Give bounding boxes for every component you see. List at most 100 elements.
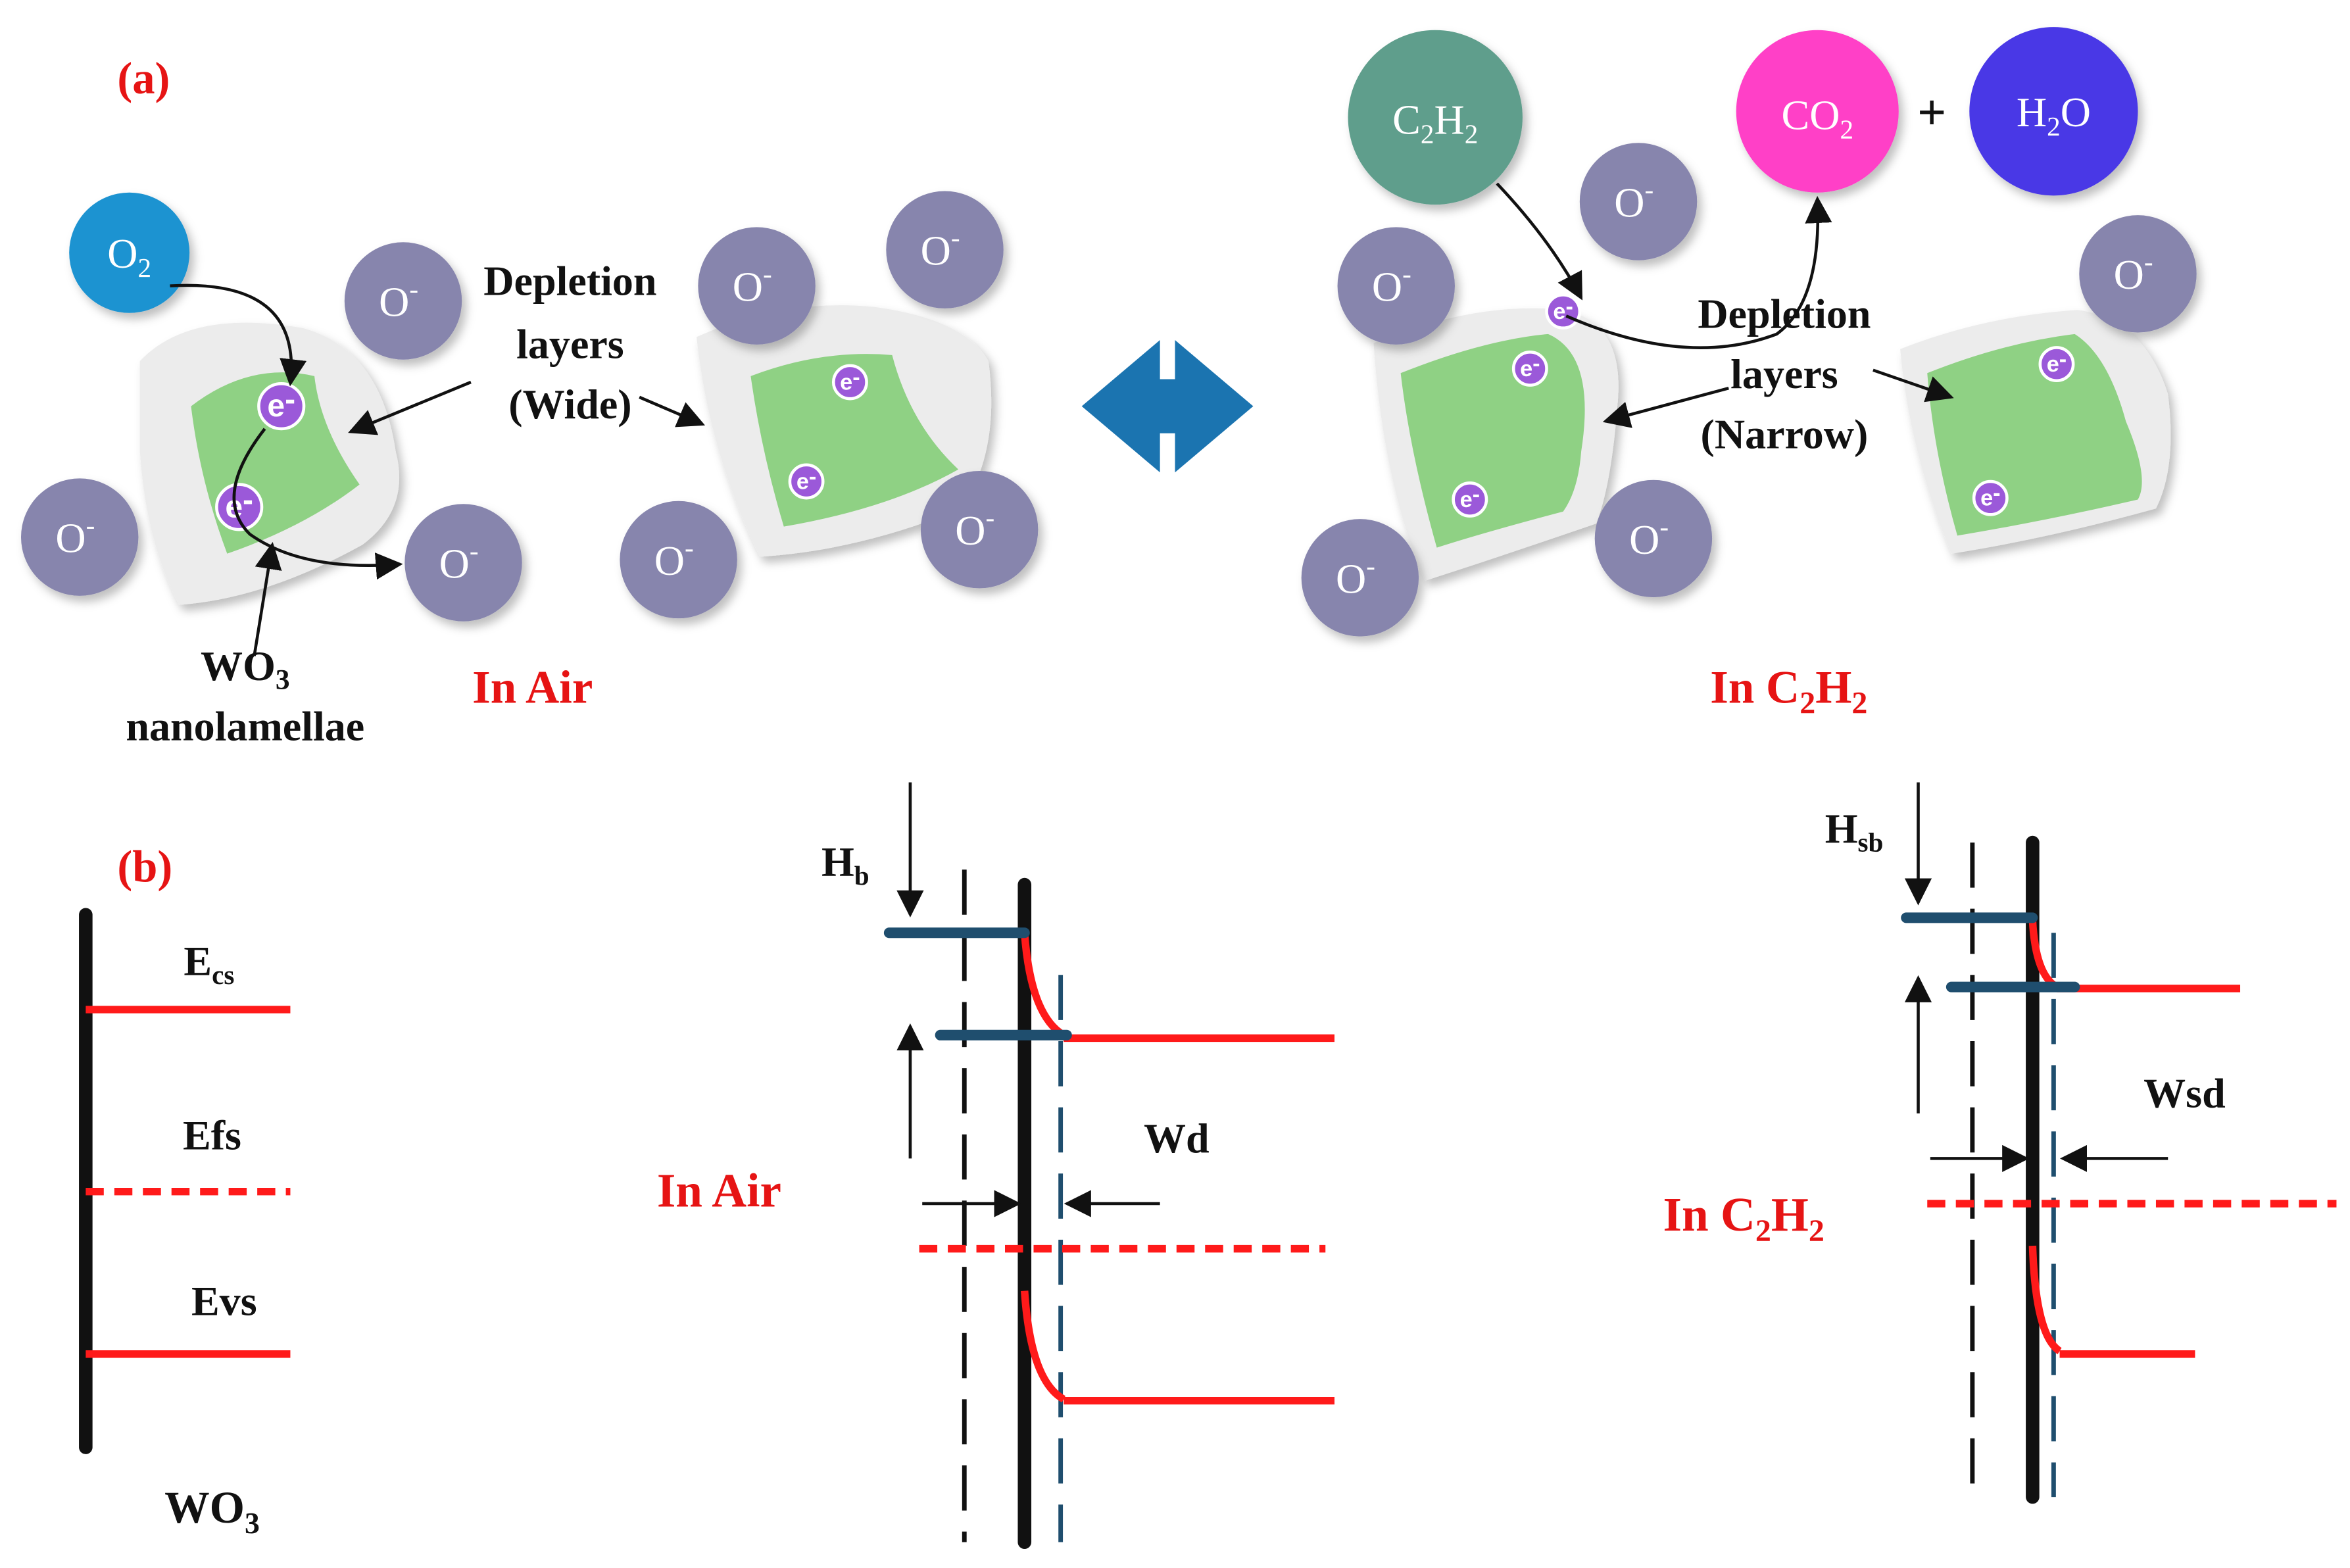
electron: e- xyxy=(788,463,825,500)
oxygen-ion: O- xyxy=(1594,479,1713,598)
electron: e- xyxy=(257,382,306,431)
oxygen-ion-circle xyxy=(344,242,462,360)
electron-label: e- xyxy=(1460,482,1481,512)
oxygen-ion-circle xyxy=(2079,215,2197,333)
h2o-label: H2O xyxy=(2017,89,2091,141)
oxygen-ion-circle xyxy=(620,501,737,619)
depletion-pointer-left xyxy=(348,380,472,435)
o2-label: O2 xyxy=(107,230,151,283)
depletion-wide-line2: layers xyxy=(516,320,624,367)
oxygen-ion-circle xyxy=(404,504,522,622)
oxygen-ion: O- xyxy=(920,470,1039,589)
electron-circle xyxy=(1511,350,1548,387)
oxygen-ion: O- xyxy=(1579,143,1698,260)
c2h2-to-ion-arrow xyxy=(1496,182,1583,301)
electron: e- xyxy=(1511,350,1548,387)
electron-circle xyxy=(831,364,868,401)
grain-left-1 xyxy=(139,322,400,605)
wsd-label: Wsd xyxy=(2143,1070,2226,1117)
depletion-narrow-pointer-right xyxy=(1873,368,1954,403)
electron-circle xyxy=(2038,346,2075,383)
flat-band-diagram: Ecs Efs Evs WO3 xyxy=(79,908,291,1540)
grain-right-2 xyxy=(1900,310,2171,554)
co2-molecule: CO2 xyxy=(1736,30,1899,193)
reversible-double-arrow xyxy=(1081,339,1254,473)
oxygen-ion: O- xyxy=(886,191,1004,308)
reaction-to-co2-arrow xyxy=(1565,195,1832,349)
electrons: e-e-e-e-e-e-e-e-e- xyxy=(215,293,2075,531)
hsb-label: Hsb xyxy=(1825,805,1884,858)
panel-a-in-air-label: In Air xyxy=(472,662,593,713)
oxygen-ion: O- xyxy=(620,501,737,619)
electron-label: e- xyxy=(796,464,816,495)
c2h2-circle xyxy=(1348,30,1523,205)
grain-right-1 xyxy=(1373,308,1619,581)
oxygen-ion: O- xyxy=(2079,215,2197,333)
wo3-pointer xyxy=(253,542,282,656)
electron: e- xyxy=(1452,481,1488,518)
electron-label: e- xyxy=(1553,294,1573,324)
oxygen-ion-circle xyxy=(1579,143,1698,260)
valence-band-bend xyxy=(2028,1245,2062,1355)
band-bending-in-air: Hb Wd In Air xyxy=(657,782,1334,1549)
conduction-band-bend xyxy=(1021,932,1066,1039)
wo3-nanolamellae-line2: nanolamellae xyxy=(126,702,364,749)
wd-label: Wd xyxy=(1144,1115,1210,1162)
electron-label: e- xyxy=(840,365,860,395)
electron-to-ion-arrow xyxy=(232,428,403,580)
hb-label: Hb xyxy=(821,838,869,891)
o2-molecule: O2 xyxy=(69,192,190,313)
electron-label: e- xyxy=(2047,347,2067,377)
efs-label: Efs xyxy=(183,1112,241,1159)
electron: e- xyxy=(1972,479,2009,516)
valence-band-bend xyxy=(1021,1290,1066,1403)
wo3-grain xyxy=(1400,333,1585,548)
panel-a-label: (a) xyxy=(117,53,170,103)
oxygen-ion-label: O- xyxy=(1629,511,1669,562)
depletion-pointer-right xyxy=(639,395,706,428)
oxygen-ion: O- xyxy=(1301,519,1419,637)
electron-circle xyxy=(215,483,264,531)
plus-sign: + xyxy=(1917,84,1946,141)
ecs-label: Ecs xyxy=(184,937,234,990)
electron: e- xyxy=(215,483,264,531)
oxygen-ion-label: O- xyxy=(654,532,694,583)
wo3-label: WO3 xyxy=(164,1482,260,1540)
oxygen-ion: O- xyxy=(344,242,462,360)
oxygen-ion-circle xyxy=(20,478,139,596)
oxygen-ion-label: O- xyxy=(733,258,772,310)
oxygen-ion: O- xyxy=(1337,227,1455,345)
oxygen-ion-circle xyxy=(886,191,1004,308)
h2o-molecule: H2O xyxy=(1969,27,2138,196)
wo3-nanolamellae-line1: WO3 xyxy=(201,643,290,696)
electron-label: e- xyxy=(1520,351,1540,381)
electron: e- xyxy=(831,364,868,401)
co2-circle xyxy=(1736,30,1899,193)
panel-a-in-c2h2-label: In C2H2 xyxy=(1710,662,1867,720)
oxygen-ion: O- xyxy=(404,504,522,622)
electron-label: e- xyxy=(267,382,295,424)
electron-circle xyxy=(1452,481,1488,518)
oxygen-ion: O- xyxy=(698,227,816,345)
h2o-circle xyxy=(1969,27,2138,196)
band-bending-in-c2h2: Hsb Wsd In C2H2 xyxy=(1663,782,2337,1504)
oxygen-ion-label: O- xyxy=(1336,551,1375,602)
oxygen-ion-circle xyxy=(1594,479,1713,598)
oxygen-ion-label: O- xyxy=(1614,174,1653,226)
electron: e- xyxy=(2038,346,2075,383)
evs-label: Evs xyxy=(191,1277,257,1324)
oxygen-ion-label: O- xyxy=(379,274,418,325)
oxygen-ion-circle xyxy=(920,470,1039,589)
oxygen-ion-circle xyxy=(1337,227,1455,345)
depletion-wide-line3: (Wide) xyxy=(508,381,631,428)
panel-b-in-c2h2-label: In C2H2 xyxy=(1663,1188,1824,1248)
electron-circle xyxy=(1972,479,2009,516)
depletion-narrow-pointer-left xyxy=(1602,386,1729,428)
electron-circle xyxy=(788,463,825,500)
oxygen-ion-label: O- xyxy=(439,535,479,587)
depletion-narrow-line1: Depletion xyxy=(1698,291,1871,337)
depletion-narrow-line3: (Narrow) xyxy=(1701,411,1869,458)
panel-b-in-air-label: In Air xyxy=(657,1164,781,1217)
